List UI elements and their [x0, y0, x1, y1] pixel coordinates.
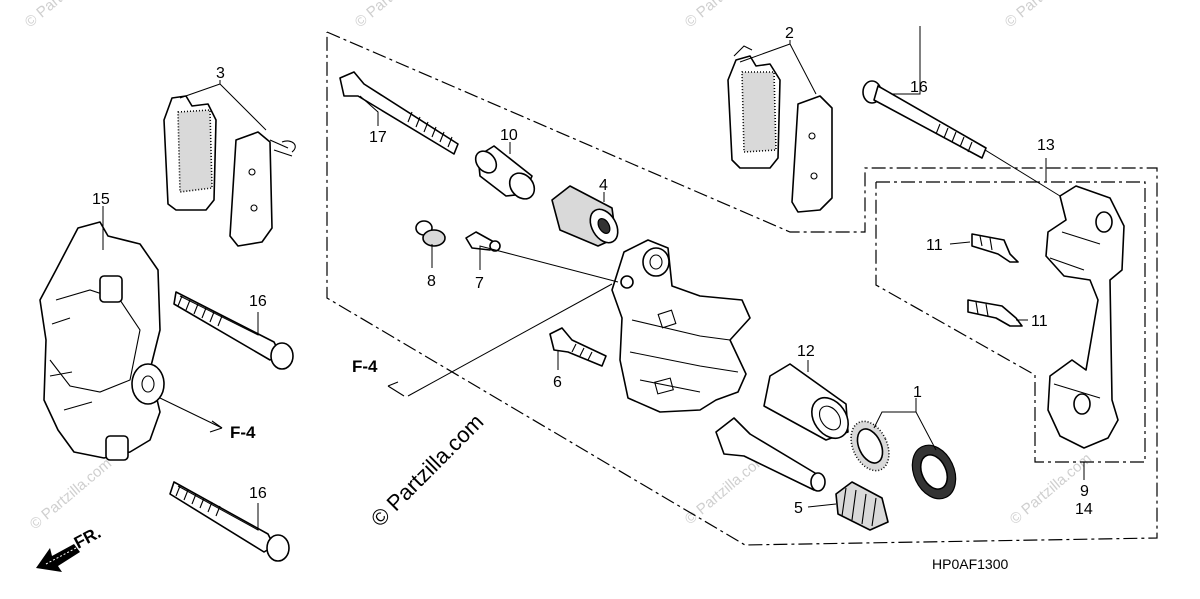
- copyright-text: © Partzilla.com: [366, 409, 489, 532]
- boot-4: [551, 185, 619, 247]
- bolt-6: [549, 327, 607, 367]
- pad-spring-11-lower: [967, 299, 1023, 327]
- callout-3: 3: [216, 65, 225, 82]
- callout-10: 10: [500, 127, 518, 144]
- bracket-13: [1045, 185, 1125, 449]
- caliper-body-center: [611, 239, 751, 413]
- watermark-text: © Partzilla.com: [1002, 0, 1090, 31]
- sleeve-10: [474, 145, 536, 200]
- caliper-assembly-left: [39, 221, 165, 461]
- pad-spring-11-upper: [971, 233, 1019, 263]
- pin-bolt: [715, 417, 826, 492]
- piston-12: [763, 363, 849, 441]
- diagram-code: HP0AF1300: [932, 556, 1008, 572]
- brake-pad-set-left: [163, 95, 296, 247]
- boot-5: [835, 481, 889, 531]
- callout-2: 2: [785, 25, 794, 42]
- seal-set-1: [850, 420, 957, 500]
- callout-12: 12: [797, 343, 815, 360]
- callout-numbers: 1 2 3 4 5 6 7 8 9 10 11 11 12 13 14 15 1…: [92, 25, 1093, 518]
- watermark-text: © Partzilla.com: [27, 455, 115, 533]
- callout-16-upper-left: 16: [249, 293, 267, 310]
- brake-pad-set-right: [727, 45, 833, 213]
- callout-6: 6: [553, 374, 562, 391]
- callout-13: 13: [1037, 137, 1055, 154]
- callout-1: 1: [913, 384, 922, 401]
- bolt-16-lower-left: [169, 481, 290, 562]
- callout-14: 14: [1075, 501, 1093, 518]
- ref-label-f4-left: F-4: [230, 423, 256, 442]
- callout-4: 4: [599, 177, 608, 194]
- ref-label-f4-center: F-4: [352, 357, 378, 376]
- watermark-text: © Partzilla.com: [22, 0, 110, 31]
- callout-16-lower-left: 16: [249, 485, 267, 502]
- callout-7: 7: [475, 275, 484, 292]
- callout-11-upper: 11: [926, 237, 943, 254]
- callout-5: 5: [794, 500, 803, 517]
- bleeder-screw-7: [465, 231, 501, 252]
- front-direction-arrow-icon: [36, 544, 80, 572]
- callout-9: 9: [1080, 483, 1089, 500]
- bolt-16-right: [862, 80, 987, 159]
- callout-11-lower: 11: [1031, 313, 1048, 330]
- watermark-text: © Partzilla.com: [352, 0, 440, 31]
- bolt-17: [339, 71, 459, 155]
- watermark-text: © Partzilla.com: [682, 0, 770, 31]
- callout-8: 8: [427, 273, 436, 290]
- callout-17: 17: [369, 129, 387, 146]
- bolt-16-upper-left: [173, 291, 294, 370]
- callout-15: 15: [92, 191, 110, 208]
- bleeder-cap-8: [415, 220, 446, 247]
- reference-arrows: [209, 381, 405, 433]
- group-boundaries: [326, 31, 1158, 546]
- callout-16-right: 16: [910, 79, 928, 96]
